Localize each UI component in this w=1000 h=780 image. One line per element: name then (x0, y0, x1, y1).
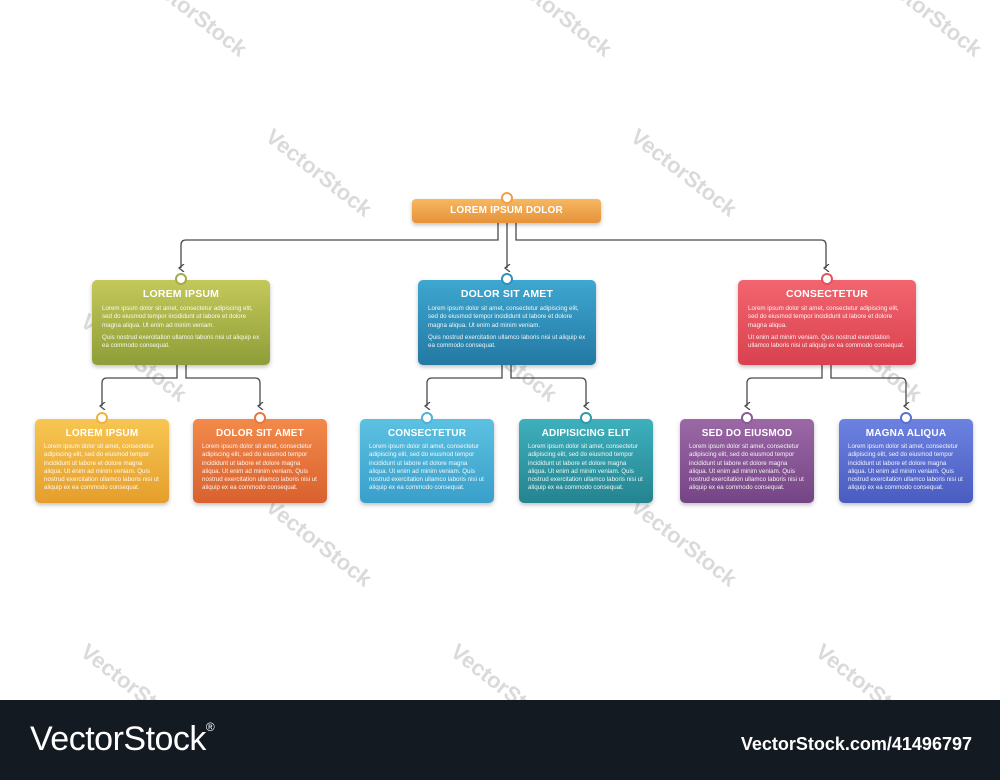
node-description: Lorem ipsum dolor sit amet, consectetur … (528, 443, 643, 492)
node-paragraph: Lorem ipsum dolor sit amet, consectetur … (102, 305, 253, 329)
node-description: Lorem ipsum dolor sit amet, consectetur … (748, 305, 906, 350)
node-title: ADIPISICING ELIT (541, 428, 631, 439)
root-node: LOREM IPSUM DOLOR (412, 192, 601, 223)
node-connector-dot (421, 412, 433, 424)
diagram-canvas: VectorStock VectorStock VectorStock Vect… (0, 0, 1000, 737)
node-connector-dot (175, 273, 187, 285)
node-description: Lorem ipsum dolor sit amet, consectetur … (848, 443, 963, 492)
node-description: Lorem ipsum dolor sit amet, consectetur … (202, 443, 317, 492)
footer-bar: VectorStock® VectorStock.com/41496797 (0, 700, 1000, 780)
node-title: CONSECTETUR (387, 428, 467, 439)
node-description: Lorem ipsum dolor sit amet, consectetur … (369, 443, 484, 492)
node-adipisicing-elit: ADIPISICING ELIT Lorem ipsum dolor sit a… (519, 412, 653, 503)
node-magna-aliqua: MAGNA ALIQUA Lorem ipsum dolor sit amet,… (839, 412, 973, 503)
node-description: Lorem ipsum dolor sit amet, consectetur … (44, 443, 159, 492)
registered-mark: ® (205, 720, 215, 734)
root-connector-dot (500, 192, 513, 204)
node-title: CONSECTETUR (785, 288, 869, 300)
node-paragraph: Lorem ipsum dolor sit amet, consectetur … (428, 305, 579, 329)
node-connector-dot (254, 412, 266, 424)
node-dolor-sit-amet-2: DOLOR SIT AMET Lorem ipsum dolor sit ame… (193, 412, 327, 503)
node-lorem-ipsum-1: LOREM IPSUM Lorem ipsum dolor sit amet, … (92, 273, 270, 365)
node-consectetur-2: CONSECTETUR Lorem ipsum dolor sit amet, … (360, 412, 494, 503)
node-connector-dot (580, 412, 592, 424)
node-consectetur-1: CONSECTETUR Lorem ipsum dolor sit amet, … (738, 273, 916, 365)
node-lorem-ipsum-2: LOREM IPSUM Lorem ipsum dolor sit amet, … (35, 412, 169, 503)
node-connector-dot (900, 412, 912, 424)
node-description: Lorem ipsum dolor sit amet, consectetur … (102, 305, 260, 350)
node-paragraph: Ut enim ad minim veniam. Quis nostrud ex… (748, 333, 905, 350)
node-title: LOREM IPSUM (142, 288, 220, 300)
node-connector-dot (741, 412, 753, 424)
node-description: Lorem ipsum dolor sit amet, consectetur … (428, 305, 586, 350)
node-title: SED DO EIUSMOD (701, 428, 793, 439)
connector-l1a-right (185, 365, 260, 406)
node-connector-dot (96, 412, 108, 424)
connector-root-right (515, 223, 826, 268)
node-title: LOREM IPSUM (65, 428, 139, 439)
node-title: MAGNA ALIQUA (865, 428, 947, 439)
brand-name: VectorStock (30, 720, 206, 758)
node-title: DOLOR SIT AMET (216, 428, 304, 439)
connector-l1b-left (427, 365, 503, 406)
connector-l1c-left (747, 365, 823, 406)
node-description: Lorem ipsum dolor sit amet, consectetur … (689, 443, 804, 492)
vectorstock-logo: VectorStock® (30, 720, 215, 759)
root-title: LOREM IPSUM DOLOR (450, 205, 563, 216)
node-paragraph: Quis nostrud exercitation ullamco labori… (428, 333, 586, 350)
connector-l1c-right (830, 365, 906, 406)
node-paragraph: Lorem ipsum dolor sit amet, consectetur … (748, 305, 899, 329)
node-dolor-sit-amet-1: DOLOR SIT AMET Lorem ipsum dolor sit ame… (418, 273, 596, 365)
node-connector-dot (821, 273, 833, 285)
connector-l1b-right (510, 365, 586, 406)
node-paragraph: Quis nostrud exercitation ullamco labori… (102, 333, 260, 350)
connector-root-left (181, 223, 499, 268)
connector-lines (0, 223, 1000, 700)
node-connector-dot (501, 273, 513, 285)
image-reference: VectorStock.com/41496797 (740, 734, 972, 754)
node-sed-do-eiusmod: SED DO EIUSMOD Lorem ipsum dolor sit ame… (680, 412, 814, 503)
node-title: DOLOR SIT AMET (460, 288, 554, 300)
connector-l1a-left (102, 365, 178, 406)
